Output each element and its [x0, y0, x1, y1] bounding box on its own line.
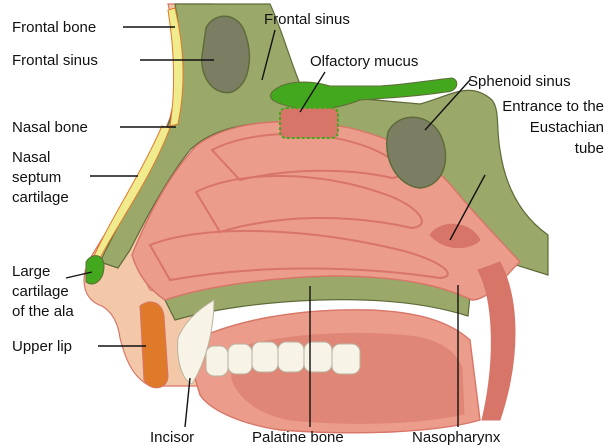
label-frontal-bone: Frontal bone: [12, 19, 96, 36]
label-olfactory-mucus: Olfactory mucus: [310, 53, 418, 70]
label-ala-line2: cartilage: [12, 283, 69, 300]
label-septum-line2: septum: [12, 169, 61, 186]
label-incisor: Incisor: [150, 429, 194, 446]
label-sphenoid-sinus: Sphenoid sinus: [468, 73, 571, 90]
label-ala-line3: of the ala: [12, 303, 74, 320]
label-eustachian-line3: tube: [575, 140, 604, 157]
label-upper-lip: Upper lip: [12, 338, 72, 355]
label-eustachian-line2: Eustachian: [530, 119, 604, 136]
label-ala-line1: Large: [12, 263, 50, 280]
label-frontal-sinus-top: Frontal sinus: [264, 11, 350, 28]
label-nasopharynx: Nasopharynx: [412, 429, 501, 446]
label-nasal-bone: Nasal bone: [12, 119, 88, 136]
upper-teeth: [206, 342, 360, 376]
label-eustachian-line1: Entrance to the: [502, 98, 604, 115]
frontal-sinus-shape: [202, 16, 250, 92]
label-palatine-bone: Palatine bone: [252, 429, 344, 446]
upper-lip-shape: [140, 302, 168, 388]
label-frontal-sinus-left: Frontal sinus: [12, 52, 98, 69]
label-septum-line3: cartilage: [12, 189, 69, 206]
olfactory-epithelium: [280, 108, 338, 138]
label-septum-line1: Nasal: [12, 149, 50, 166]
